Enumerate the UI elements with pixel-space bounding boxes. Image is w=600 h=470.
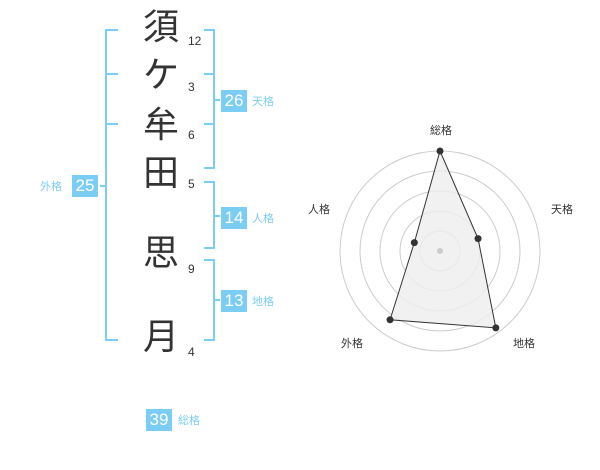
gaikaku-value: 25 <box>72 175 98 197</box>
stroke-count-1: 12 <box>188 34 202 48</box>
name-char-4: 田 <box>142 153 179 194</box>
stroke-count-4: 5 <box>188 177 195 191</box>
tenkaku-value: 26 <box>221 90 247 112</box>
stroke-count-6: 4 <box>188 345 195 359</box>
gaikaku-label: 外格 <box>40 180 62 193</box>
stroke-count-5: 9 <box>188 262 195 276</box>
soukaku-label: 総格 <box>178 414 200 427</box>
jinkaku-label: 人格 <box>252 212 274 225</box>
radar-polygon <box>389 149 497 329</box>
radar-point-2 <box>474 235 482 243</box>
radar-center <box>437 248 443 254</box>
name-char-1: 須 <box>142 7 179 48</box>
radar-axis-label-2: 天格 <box>551 203 573 216</box>
name-char-3: 牟 <box>142 105 179 146</box>
name-char-2: ケ <box>142 55 179 96</box>
radar-point-3 <box>492 324 500 332</box>
radar-axis-label-3: 地格 <box>513 337 535 350</box>
jinkaku-value: 14 <box>221 207 247 229</box>
radar-point-1 <box>436 147 444 155</box>
soukaku-value: 39 <box>146 409 172 431</box>
radar-axis-label-4: 外格 <box>341 337 363 350</box>
radar-point-5 <box>410 239 418 247</box>
chikaku-value: 13 <box>221 290 247 312</box>
radar-point-4 <box>386 316 394 324</box>
radar-axis-label-1: 総格 <box>430 124 452 137</box>
name-char-6: 月 <box>142 317 179 358</box>
radar-axis-label-5: 人格 <box>308 203 330 216</box>
stroke-count-3: 6 <box>188 128 195 142</box>
tenkaku-label: 天格 <box>252 95 274 108</box>
name-char-5: 思 <box>142 233 179 274</box>
chikaku-label: 地格 <box>252 295 274 308</box>
stroke-count-2: 3 <box>188 80 195 94</box>
